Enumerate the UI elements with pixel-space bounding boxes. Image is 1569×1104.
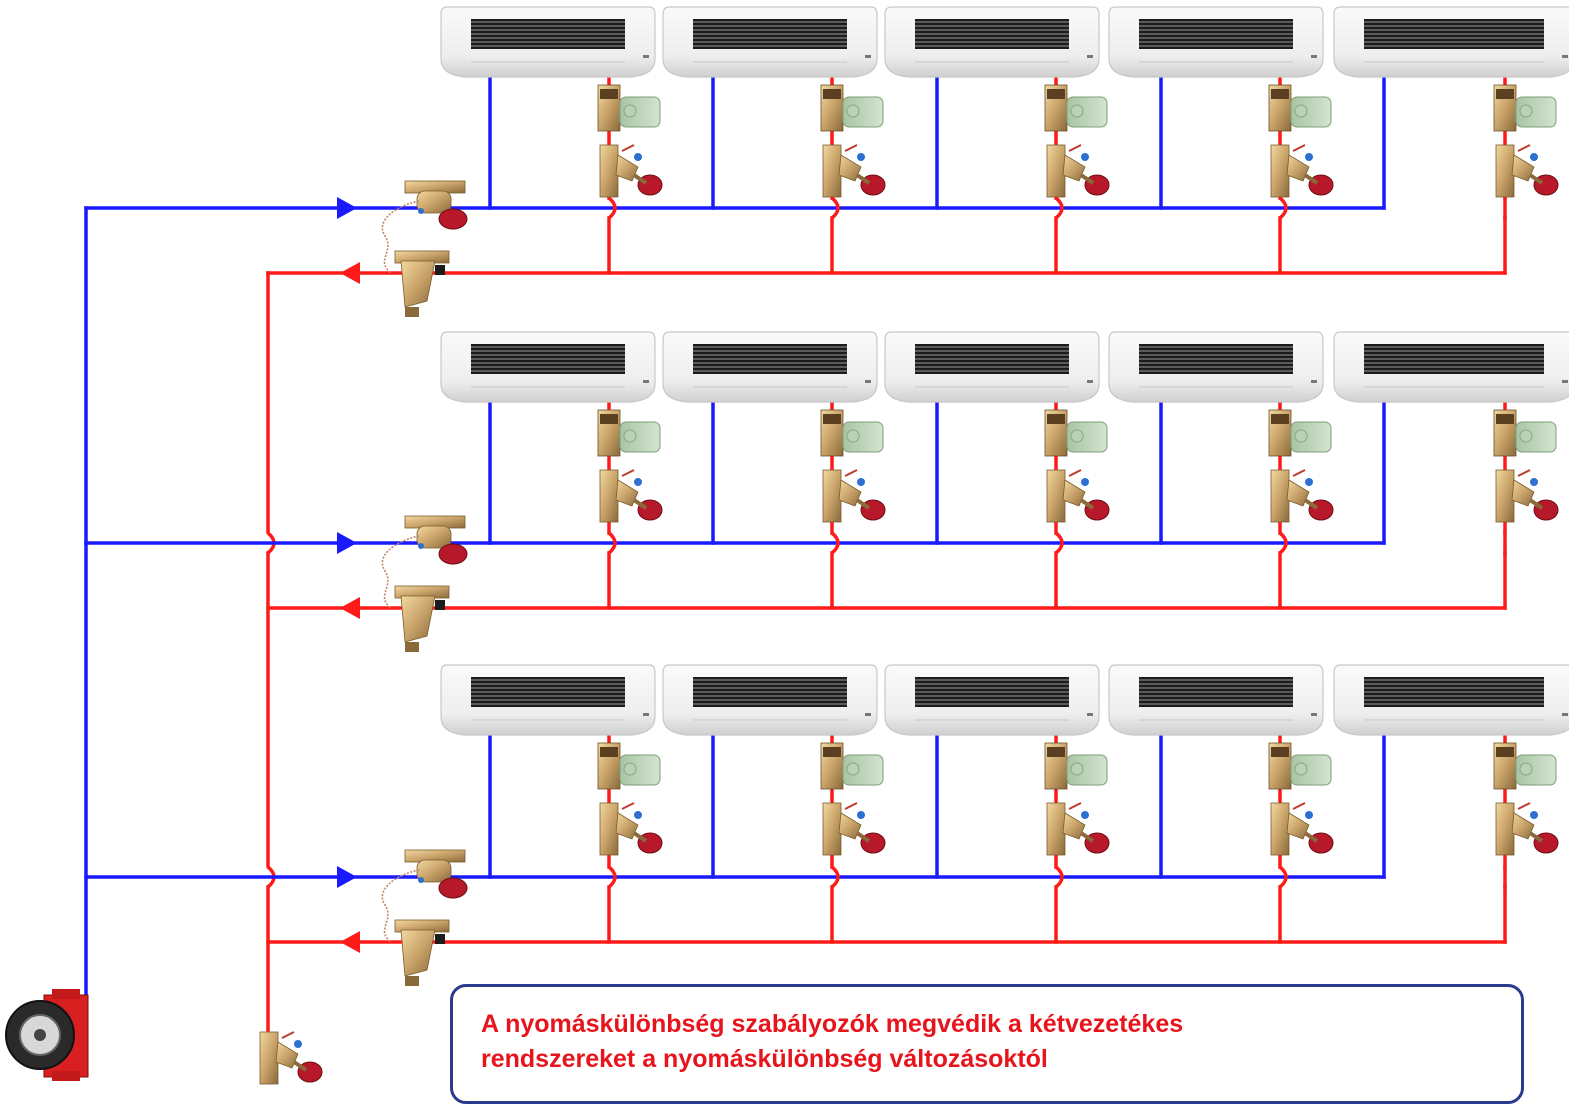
fan-coil-unit-icon <box>884 331 1100 403</box>
balancing-valve-icon <box>822 144 886 198</box>
balancing-valve-icon <box>1270 469 1334 523</box>
fan-coil-unit-icon <box>1333 6 1569 78</box>
differential-pressure-controller-icon <box>381 180 468 274</box>
zone-valve-actuator-icon <box>1044 742 1108 790</box>
balancing-valve-icon <box>1046 144 1110 198</box>
return-crossover <box>830 531 840 555</box>
fan-coil-unit-icon <box>884 664 1100 736</box>
balancing-valve-icon <box>1046 802 1110 856</box>
flow-arrow <box>340 597 360 619</box>
balancing-valve-icon <box>599 802 663 856</box>
fan-coil-unit-icon <box>1333 664 1569 736</box>
balancing-valve-icon <box>259 1031 323 1085</box>
zone-valve-actuator-icon <box>1493 409 1557 457</box>
flow-arrow <box>337 866 357 888</box>
zone-valve-actuator-icon <box>597 84 661 132</box>
partner-valve-icon <box>394 250 450 317</box>
return-crossover <box>1278 196 1288 220</box>
zone-valve-actuator-icon <box>820 742 884 790</box>
zone-valve-actuator-icon <box>1268 409 1332 457</box>
balancing-valve-icon <box>599 469 663 523</box>
balancing-valve-icon <box>1495 802 1559 856</box>
partner-valve-icon <box>394 585 450 652</box>
return-crossover <box>607 865 617 889</box>
zone-valve-actuator-icon <box>1044 84 1108 132</box>
balancing-valve-icon <box>1495 144 1559 198</box>
fan-coil-unit-icon <box>884 6 1100 78</box>
fan-coil-unit-icon <box>440 331 656 403</box>
balancing-valve-icon <box>1270 144 1334 198</box>
zone-valve-actuator-icon <box>1044 409 1108 457</box>
callout-text: A nyomáskülönbség szabályozók megvédik a… <box>481 1007 1183 1077</box>
flow-arrow <box>340 262 360 284</box>
balancing-valve-icon <box>1046 469 1110 523</box>
fan-coil-unit-icon <box>662 331 878 403</box>
return-crossover <box>607 196 617 220</box>
zone-valve-actuator-icon <box>1493 84 1557 132</box>
fan-coil-unit-icon <box>662 6 878 78</box>
fan-coil-unit-icon <box>1333 331 1569 403</box>
zone-valve-actuator-icon <box>597 742 661 790</box>
flow-arrow <box>340 931 360 953</box>
fan-coil-unit-icon <box>440 664 656 736</box>
zone-valve-actuator-icon <box>1493 742 1557 790</box>
flow-arrow <box>337 197 357 219</box>
zone-valve-actuator-icon <box>820 84 884 132</box>
return-crossover <box>1054 865 1064 889</box>
partner-valve-icon <box>394 919 450 986</box>
return-crossover <box>607 531 617 555</box>
zone-valve-actuator-icon <box>820 409 884 457</box>
fan-coil-unit-icon <box>440 6 656 78</box>
fan-coil-unit-icon <box>1108 6 1324 78</box>
balancing-valve-icon <box>1495 469 1559 523</box>
info-callout: A nyomáskülönbség szabályozók megvédik a… <box>450 984 1524 1104</box>
zone-valve-actuator-icon <box>1268 742 1332 790</box>
balancing-valve-icon <box>1270 802 1334 856</box>
fan-coil-unit-icon <box>662 664 878 736</box>
zone-valve-actuator-icon <box>597 409 661 457</box>
return-crossover <box>830 196 840 220</box>
differential-pressure-controller-icon <box>381 515 468 609</box>
fan-coil-unit-icon <box>1108 664 1324 736</box>
balancing-valve-icon <box>822 469 886 523</box>
return-crossover <box>1054 531 1064 555</box>
return-crossover <box>830 865 840 889</box>
flow-arrow <box>337 532 357 554</box>
callout-line-1: A nyomáskülönbség szabályozók megvédik a… <box>481 1010 1184 1038</box>
return-crossover <box>1054 196 1064 220</box>
balancing-valve-icon <box>822 802 886 856</box>
return-crossover <box>1278 865 1288 889</box>
return-crossover <box>1278 531 1288 555</box>
fan-coil-unit-icon <box>1108 331 1324 403</box>
circulation-pump-icon <box>5 989 89 1081</box>
balancing-valve-icon <box>599 144 663 198</box>
callout-line-2: rendszereket a nyomáskülönbség változáso… <box>481 1045 1048 1073</box>
differential-pressure-controller-icon <box>381 849 468 943</box>
zone-valve-actuator-icon <box>1268 84 1332 132</box>
